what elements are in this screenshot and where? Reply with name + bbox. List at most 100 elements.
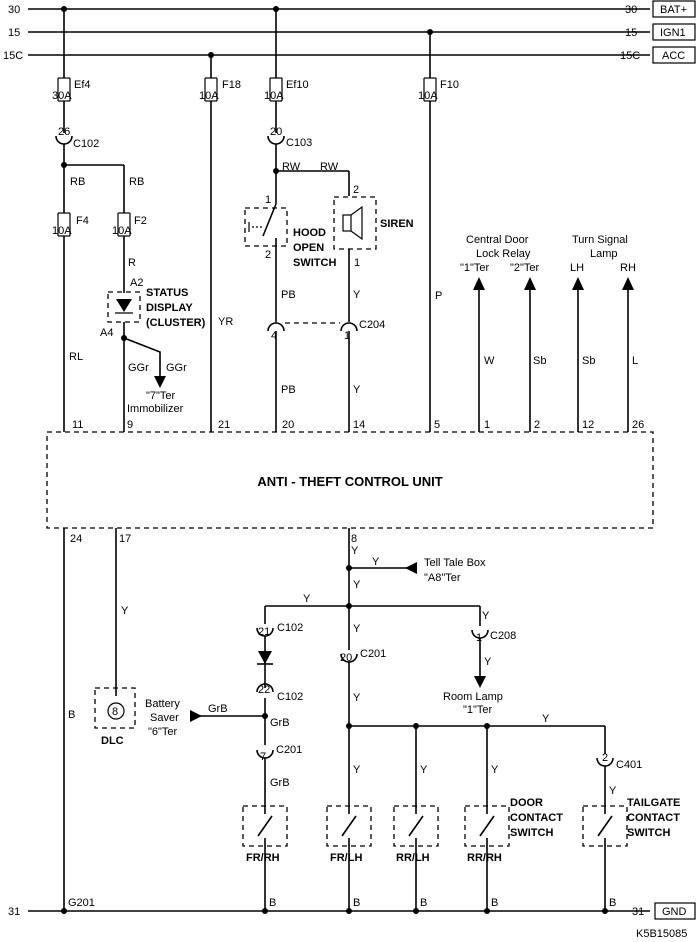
wire-y-c208-b: Y xyxy=(484,656,492,668)
wire-y-tailgate: Y xyxy=(609,785,617,797)
c204-left-pin: 4 xyxy=(271,330,277,342)
fuse-f2: F2 10A xyxy=(112,212,147,237)
turn-signal-lh: LH xyxy=(570,262,584,274)
ecu-pin-14: 14 xyxy=(353,419,365,431)
siren-label: SIREN xyxy=(380,218,414,230)
wire-y-c201-below: Y xyxy=(353,692,361,704)
ecu-pin-1: 1 xyxy=(484,419,490,431)
wire-grb-3: GrB xyxy=(270,777,290,789)
wire-y-bus-right: Y xyxy=(542,713,550,725)
wire-p: P xyxy=(435,290,442,302)
tailgate-line3: SWITCH xyxy=(627,827,670,839)
diode-icon xyxy=(257,651,273,665)
connector-c102-top: 26 C102 xyxy=(58,126,99,150)
wire-rw-1: RW xyxy=(282,161,301,173)
wire-b-1: B xyxy=(269,897,276,909)
rail-gnd-num-left: 31 xyxy=(8,906,20,918)
anti-theft-control-unit: ANTI - THEFT CONTROL UNIT 11 9 21 20 14 … xyxy=(46,419,654,545)
rail-ign: 15 15 IGN1 xyxy=(8,23,696,41)
door-contact-switch-label: DOOR CONTACT SWITCH xyxy=(510,797,563,839)
dlc: 8 DLC xyxy=(94,687,136,747)
wire-y-sw-frlh: Y xyxy=(353,764,361,776)
wire-y-8: Y xyxy=(351,545,359,557)
c201-mid-name: C201 xyxy=(360,648,386,660)
wire-grb-2: GrB xyxy=(270,717,290,729)
wire-ggr-2: GGr xyxy=(166,362,187,374)
central-lock-ter2: "2"Ter xyxy=(510,262,540,274)
fuse-f4-name: F4 xyxy=(76,215,89,227)
immobilizer-line2: Immobilizer xyxy=(127,403,184,415)
c204-name: C204 xyxy=(359,319,385,331)
figure-id: K5B15085 xyxy=(636,928,687,940)
tailgate-line1: TAILGATE xyxy=(627,797,680,809)
arrow-turn-lh-icon xyxy=(572,277,584,290)
central-lock-ter1: "1"Ter xyxy=(460,262,490,274)
switch-fr-rh: FR/RH xyxy=(242,805,288,864)
ecu-pin-8: 8 xyxy=(351,533,357,545)
sw-fr-rh-label: FR/RH xyxy=(246,852,280,864)
c401-pin: 2 xyxy=(602,752,608,764)
wire-y-c201: Y xyxy=(353,623,361,635)
c102-mid-name: C102 xyxy=(277,622,303,634)
siren: 2 1 SIREN xyxy=(333,184,414,269)
c103-pin: 20 xyxy=(270,126,282,138)
dlc-name: DLC xyxy=(101,735,124,747)
room-lamp-line1: Room Lamp xyxy=(443,691,503,703)
battery-saver-line2: Saver xyxy=(150,712,179,724)
switch-rr-lh: RR/LH xyxy=(393,805,439,864)
c201-low-pin: 7 xyxy=(260,751,266,763)
wire-y-c208: Y xyxy=(482,610,490,622)
fuse-ef10: Ef10 10A xyxy=(264,9,309,102)
turn-signal-line1: Turn Signal xyxy=(572,234,628,246)
ecu-pin-9: 9 xyxy=(127,419,133,431)
wire-y-sw-rrlh: Y xyxy=(420,764,428,776)
wire-b: B xyxy=(68,709,75,721)
led-icon xyxy=(116,299,132,312)
battery-saver-line3: "6"Ter xyxy=(148,726,178,738)
status-display-pin-a2: A2 xyxy=(130,277,143,289)
ecu-pin-12: 12 xyxy=(582,419,594,431)
switch-tailgate: TAILGATE CONTACT SWITCH xyxy=(582,797,680,847)
ecu-pin-26: 26 xyxy=(632,419,644,431)
sw-rr-lh-label: RR/LH xyxy=(396,852,430,864)
arrow-central-lock-2-icon xyxy=(524,277,536,290)
hood-line2: OPEN xyxy=(293,242,324,254)
door-contact-line2: CONTACT xyxy=(510,812,563,824)
turn-signal-rh: RH xyxy=(620,262,636,274)
wire-pb-2: PB xyxy=(281,384,296,396)
tell-tale-line2: "A8"Ter xyxy=(424,572,461,584)
c102-low-name: C102 xyxy=(277,691,303,703)
tell-tale-line1: Tell Tale Box xyxy=(424,557,486,569)
arrow-immobilizer-icon xyxy=(154,376,166,388)
siren-pin2: 2 xyxy=(353,184,359,196)
status-display-pin-a4: A4 xyxy=(100,327,113,339)
fuse-f2-rating: 10A xyxy=(112,225,132,237)
wire-rl: RL xyxy=(69,351,83,363)
wire-rb-2: RB xyxy=(129,176,144,188)
wire-y-tell-tale: Y xyxy=(372,556,380,568)
fuse-ef10-rating: 10A xyxy=(264,90,284,102)
sw-fr-lh-label: FR/LH xyxy=(330,852,362,864)
wire-r: R xyxy=(128,257,136,269)
connector-c204: 4 1 C204 xyxy=(267,319,385,342)
hood-line1: HOOD xyxy=(293,227,326,239)
rail-bat: 30 30 BAT+ xyxy=(8,0,696,18)
c102-top-name: C102 xyxy=(73,138,99,150)
wire-y-2: Y xyxy=(353,384,361,396)
ecu-pin-11: 11 xyxy=(72,419,83,431)
c401-name: C401 xyxy=(616,759,642,771)
sw-rr-rh-label: RR/RH xyxy=(467,852,502,864)
c204-right-pin: 1 xyxy=(344,330,350,342)
fuse-f10-name: F10 xyxy=(440,79,459,91)
ecu-pin-21: 21 xyxy=(218,419,230,431)
rail-ign-label: IGN1 xyxy=(660,27,686,39)
rail-ign-num-right: 15 xyxy=(625,27,637,39)
wire-yr: YR xyxy=(218,316,233,328)
status-display-line3: (CLUSTER) xyxy=(146,317,206,329)
immobilizer-line1: "7"Ter xyxy=(146,390,176,402)
rail-acc: 15C 15C ACC xyxy=(3,46,696,64)
c208-pin: 1 xyxy=(476,632,482,644)
hood-pin2: 2 xyxy=(265,249,271,261)
wire-y-c102: Y xyxy=(353,579,361,591)
siren-pin1: 1 xyxy=(354,257,360,269)
